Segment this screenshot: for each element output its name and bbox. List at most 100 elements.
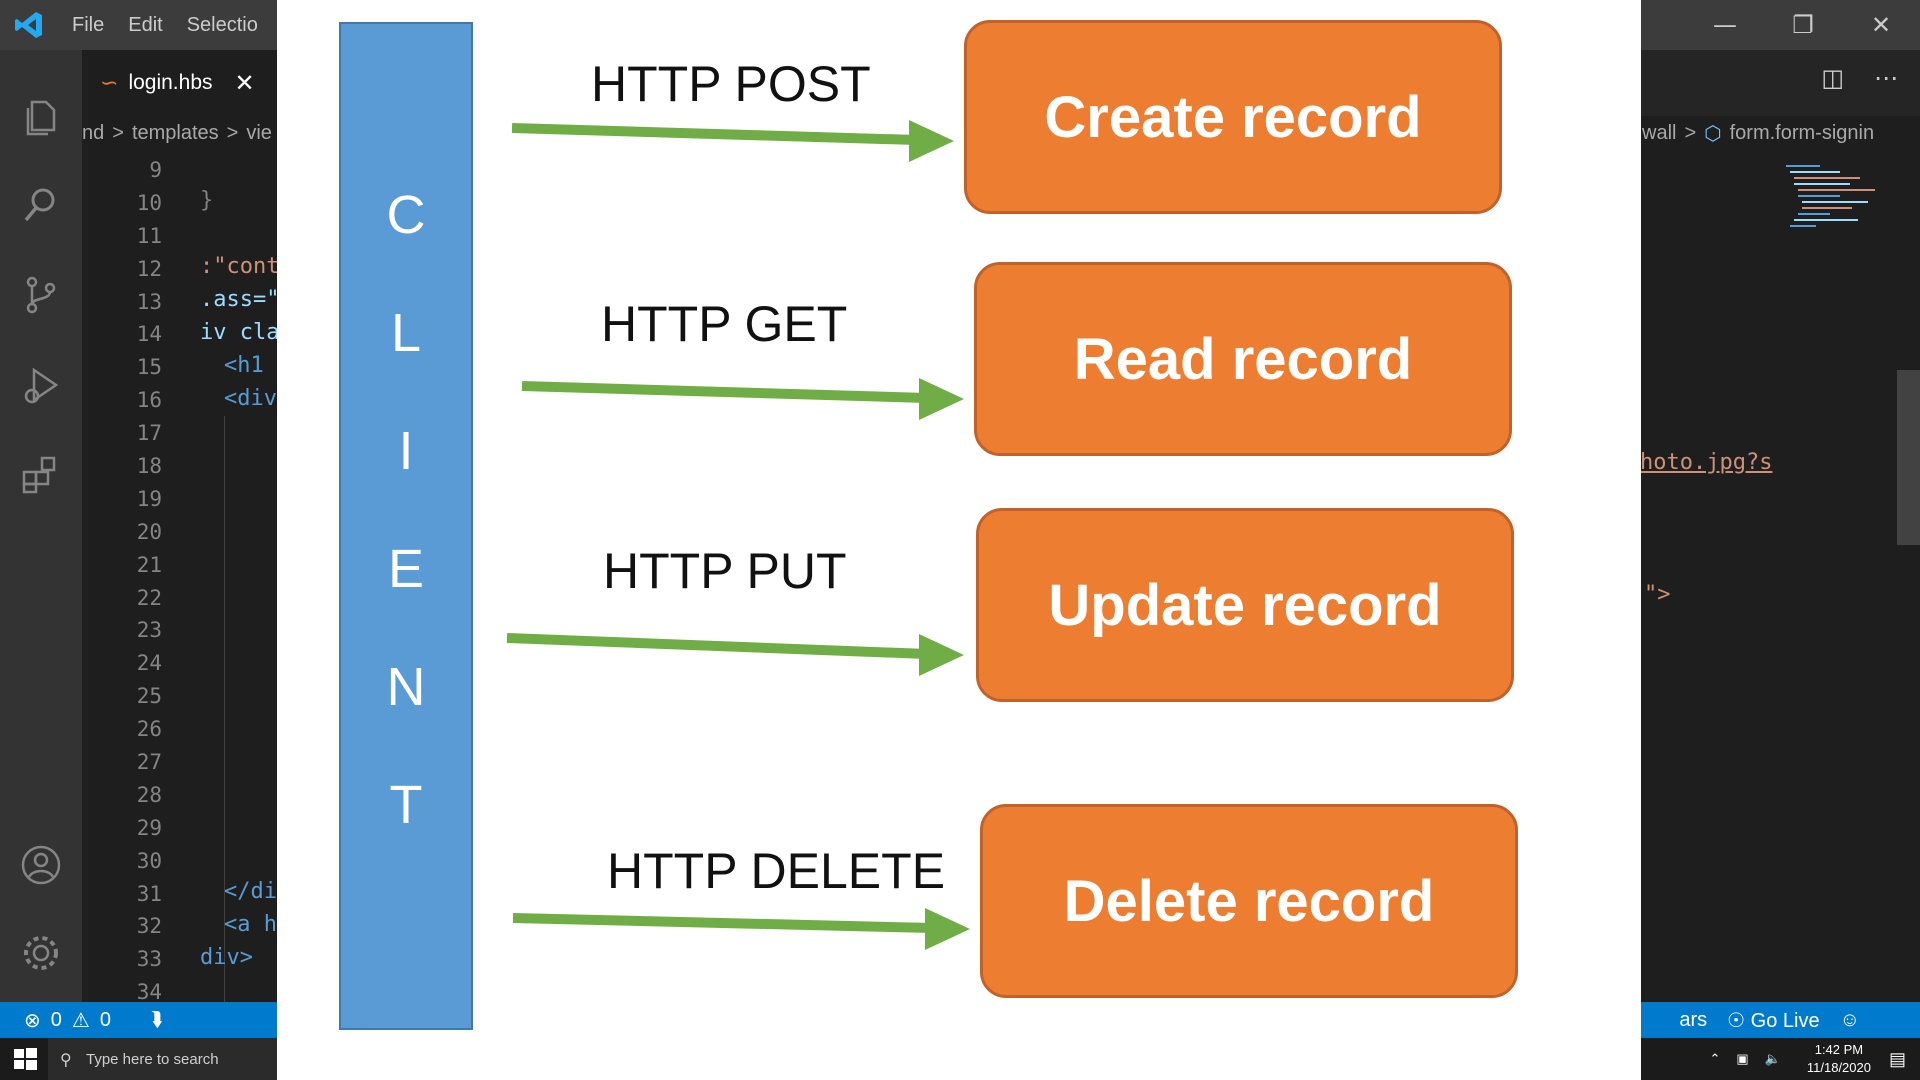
line-number: 13 [136,289,162,314]
more-actions-icon[interactable]: ⋯ [1874,64,1898,92]
code-line-16: <div [224,386,277,411]
string-end-fragment: "> [1644,582,1671,607]
breadcrumb-separator: > [226,121,239,144]
feedback-icon[interactable]: ☺ [1839,1008,1860,1031]
network-icon[interactable]: ▣ [1736,1051,1749,1066]
client-letter: I [398,421,414,481]
image-url-fragment[interactable]: hoto.jpg?s [1640,450,1773,475]
taskbar-search[interactable]: ⚲ Type here to search [48,1038,278,1080]
tab-login-hbs[interactable]: ∽ login.hbs ✕ [82,50,278,116]
breadcrumb-separator: > [1684,121,1697,144]
tab-label: login.hbs [128,71,213,94]
lightning-icon[interactable]: ⮯ [150,1008,163,1031]
line-number: 23 [136,618,162,643]
minimize-icon[interactable]: — [1713,11,1737,39]
code-line-12: :"cont [200,254,280,279]
tray-chevron-icon[interactable]: ⌃ [1709,1051,1721,1066]
close-tab-icon[interactable]: ✕ [234,69,255,97]
breadcrumb-segment[interactable]: vie [246,121,272,144]
client-bar: C L I E N T [339,22,473,1030]
line-number: 24 [136,651,162,676]
arrow-get [521,378,964,420]
code-line-13: .ass=" [200,287,280,312]
line-number: 9 [149,158,162,182]
breadcrumb: nd > templates > vie [82,116,280,150]
http-method-label: HTTP PUT [603,543,847,599]
operation-box: Read record [974,262,1512,456]
client-letter: N [386,657,426,717]
menu-bar: File Edit Selectio [72,0,282,50]
line-number-gutter: 9 10 11 12 13 14 15 16 17 18 19 20 21 22… [82,154,162,1009]
warning-icon: ⚠ [71,1009,90,1032]
status-problems[interactable]: ⊗ 0 ⚠ 0 ⮯ [24,1002,163,1038]
windows-start-icon[interactable] [12,1046,38,1072]
line-number: 34 [136,980,162,1005]
menu-edit[interactable]: Edit [128,13,163,36]
client-letter: C [386,185,426,245]
line-number: 20 [136,519,162,544]
breadcrumb-segment[interactable]: wall [1642,121,1677,144]
client-letter: L [390,303,422,363]
line-number: 22 [136,585,162,610]
clock[interactable]: 1:42 PM 11/18/2020 [1807,1041,1871,1077]
line-number: 26 [136,717,162,742]
breadcrumb-segment[interactable]: form.form-signin [1729,121,1875,144]
line-number: 30 [136,848,162,873]
editor-scrollbar-thumb[interactable] [1897,370,1920,545]
go-live-label: Go Live [1750,1009,1820,1032]
restore-icon[interactable]: ❐ [1792,11,1814,39]
line-number: 33 [136,947,162,972]
warning-count: 0 [99,1008,111,1031]
code-line-31: </di [224,879,277,904]
arrow-post [511,120,954,162]
split-editor-icon[interactable]: ◫ [1821,64,1844,92]
minimap[interactable] [1780,160,1890,250]
notification-icon[interactable]: ▤ [1888,1048,1906,1069]
client-letter: E [387,539,425,599]
line-number: 15 [136,355,162,380]
extensions-icon[interactable] [18,452,64,498]
code-line-10: } [200,188,214,213]
line-number: 21 [136,552,162,577]
account-icon[interactable] [18,842,64,888]
http-method-label: HTTP DELETE [607,843,946,899]
line-number: 10 [136,190,162,215]
settings-gear-icon[interactable] [18,930,64,976]
line-number: 25 [136,684,162,709]
explorer-icon[interactable] [18,94,64,140]
run-debug-icon[interactable] [18,362,64,408]
operation-label: Create record [1044,84,1422,150]
http-method-label: HTTP POST [591,56,871,112]
operation-box: Create record [964,20,1502,214]
status-item-partial[interactable]: ars [1679,1008,1708,1031]
line-number: 16 [136,388,162,413]
breadcrumb-segment[interactable]: nd [82,121,105,144]
editor-actions: ◫ ⋯ [1821,64,1898,92]
close-window-icon[interactable]: ✕ [1870,11,1892,39]
search-placeholder: Type here to search [86,1050,219,1068]
search-magnifier-icon: ⚲ [60,1049,72,1069]
source-control-icon[interactable] [18,272,64,318]
line-number: 29 [136,815,162,840]
code-line-32: <a h [224,912,277,937]
http-method-label: HTTP GET [601,296,848,352]
clock-time: 1:42 PM [1814,1042,1864,1057]
line-number: 31 [136,881,162,906]
line-number: 17 [136,421,162,446]
error-icon: ⊗ [24,1009,41,1032]
breadcrumb-segment[interactable]: templates [131,121,219,144]
menu-file[interactable]: File [72,13,105,36]
code-line-33: div> [200,945,253,970]
volume-icon[interactable]: 🔈 [1764,1051,1781,1066]
broadcast-icon: ☉ [1727,1009,1746,1032]
operation-box: Update record [976,508,1514,702]
go-live-button[interactable]: ☉ Go Live [1727,1008,1819,1033]
clock-date: 11/18/2020 [1806,1060,1871,1075]
handlebars-file-icon: ∽ [100,70,119,96]
menu-selection[interactable]: Selectio [186,13,258,36]
line-number: 27 [136,750,162,775]
code-line-14: iv cla [200,320,280,345]
editor-scrollbar-track[interactable] [1895,116,1920,1002]
slide: C L I E N T HTTP POST HTTP GET HTTP PUT … [277,0,1641,1080]
search-icon[interactable] [18,182,64,228]
